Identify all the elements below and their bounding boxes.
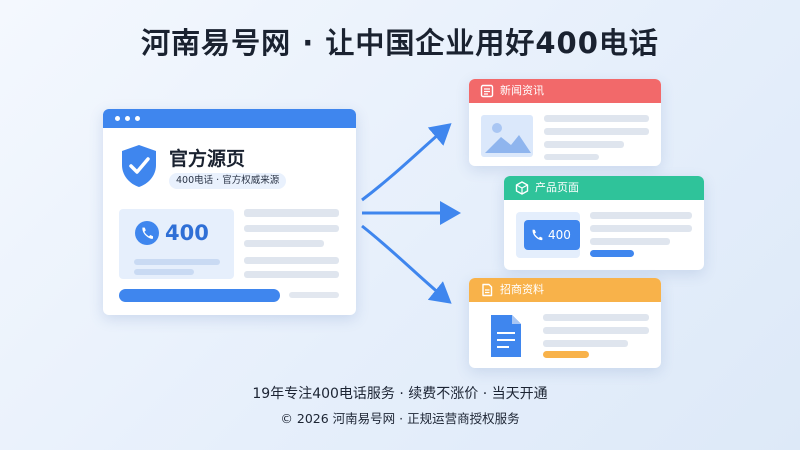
product-card: 产品页面 400 [504, 176, 704, 270]
text-line [543, 340, 628, 347]
text-line [244, 257, 339, 264]
window-dot [125, 116, 130, 121]
investment-card-label: 招商资料 [500, 283, 544, 296]
arrow-to-news [361, 123, 452, 202]
investment-card-header: 招商资料 [469, 278, 661, 302]
tagline: 19年专注400电话服务 · 续费不涨价 · 当天开通 [252, 386, 548, 402]
cube-icon [515, 181, 529, 195]
text-line [544, 128, 649, 135]
text-line [590, 212, 692, 219]
source-badge: 400电话 · 官方权威来源 [169, 173, 287, 189]
cta-button[interactable] [119, 289, 280, 302]
document-icon [482, 283, 493, 297]
headline: 河南易号网 · 让中国企业用好400电话 [141, 26, 659, 60]
window-dot [135, 116, 140, 121]
phone-number: 400 [165, 221, 209, 245]
official-page-card: 官方源页 400电话 · 官方权威来源 400 [103, 109, 356, 315]
placeholder-line [134, 269, 194, 275]
text-line [244, 225, 339, 232]
accent-pill [543, 351, 589, 358]
accent-pill [590, 250, 634, 257]
phone-panel: 400 [119, 209, 234, 279]
text-line [590, 238, 670, 245]
text-line [544, 141, 624, 148]
product-card-label: 产品页面 [535, 181, 579, 194]
investment-card: 招商资料 [469, 278, 661, 368]
news-card: 新闻资讯 [469, 79, 661, 166]
page-title: 官方源页 [169, 148, 246, 170]
image-thumbnail-icon [481, 115, 533, 157]
placeholder-line [289, 292, 339, 298]
text-line [544, 154, 599, 160]
news-card-header: 新闻资讯 [469, 79, 661, 103]
window-dot [115, 116, 120, 121]
product-card-header: 产品页面 [504, 176, 704, 200]
placeholder-line [134, 259, 220, 265]
newspaper-icon [480, 84, 494, 98]
news-card-label: 新闻资讯 [500, 84, 544, 97]
browser-titlebar [103, 109, 356, 128]
text-line [543, 327, 649, 334]
text-line [590, 225, 692, 232]
phone-badge: 400 [524, 220, 580, 250]
phone-number: 400 [548, 228, 571, 242]
text-line [244, 240, 324, 247]
shield-check-icon [122, 145, 156, 187]
text-line [244, 271, 339, 278]
phone-icon [135, 221, 159, 245]
phone-icon [532, 229, 543, 241]
text-line [244, 209, 339, 217]
copyright: © 2026 河南易号网 · 正规运营商授权服务 [280, 411, 520, 426]
document-file-icon [491, 315, 521, 357]
text-line [544, 115, 649, 122]
arrow-to-invest [361, 224, 452, 304]
text-line [543, 314, 649, 321]
